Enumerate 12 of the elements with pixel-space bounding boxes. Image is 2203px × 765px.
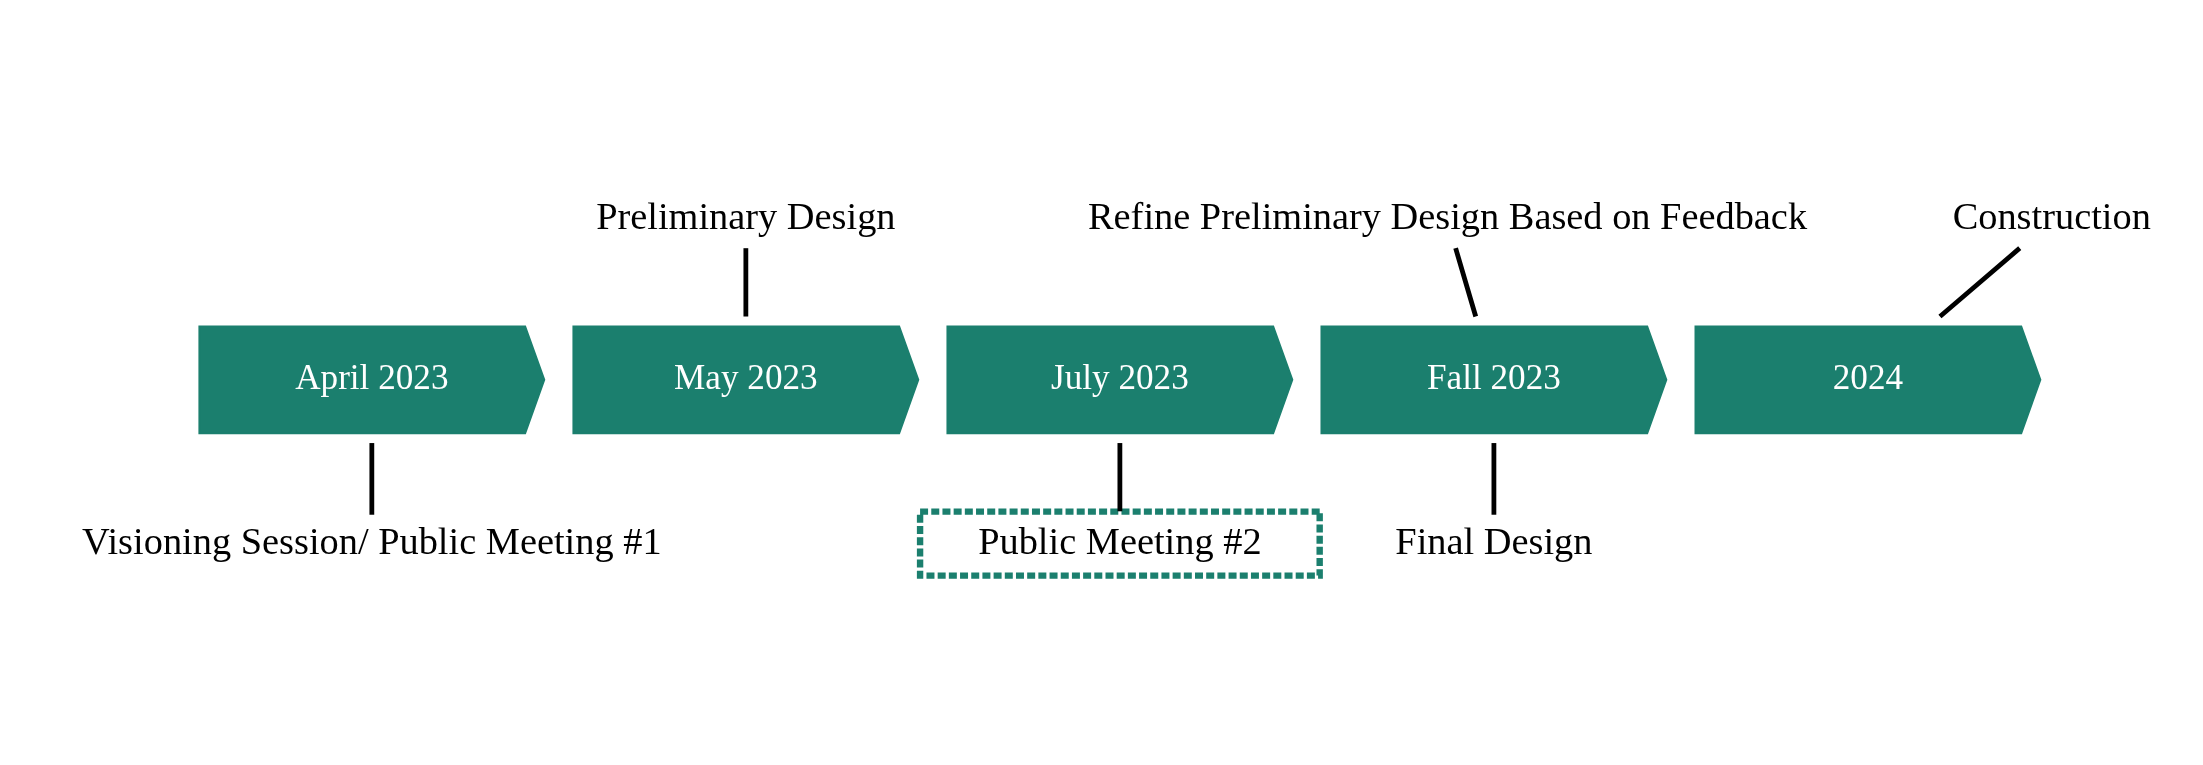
- connector: [743, 247, 749, 316]
- node-text: Refine Preliminary Design Based on Feedback: [1088, 194, 1808, 237]
- connector: [1453, 247, 1479, 317]
- node-text: Final Design: [1395, 519, 1593, 562]
- connector: [1491, 442, 1497, 515]
- node-text: Preliminary Design: [596, 194, 896, 237]
- connector: [1117, 442, 1123, 511]
- node-text: Construction: [1952, 194, 2151, 237]
- connector: [369, 442, 375, 515]
- connector: [1938, 245, 2022, 318]
- node-text: Visioning Session/ Public Meeting #1: [82, 519, 662, 562]
- node-box: Public Meeting #2: [916, 507, 1323, 579]
